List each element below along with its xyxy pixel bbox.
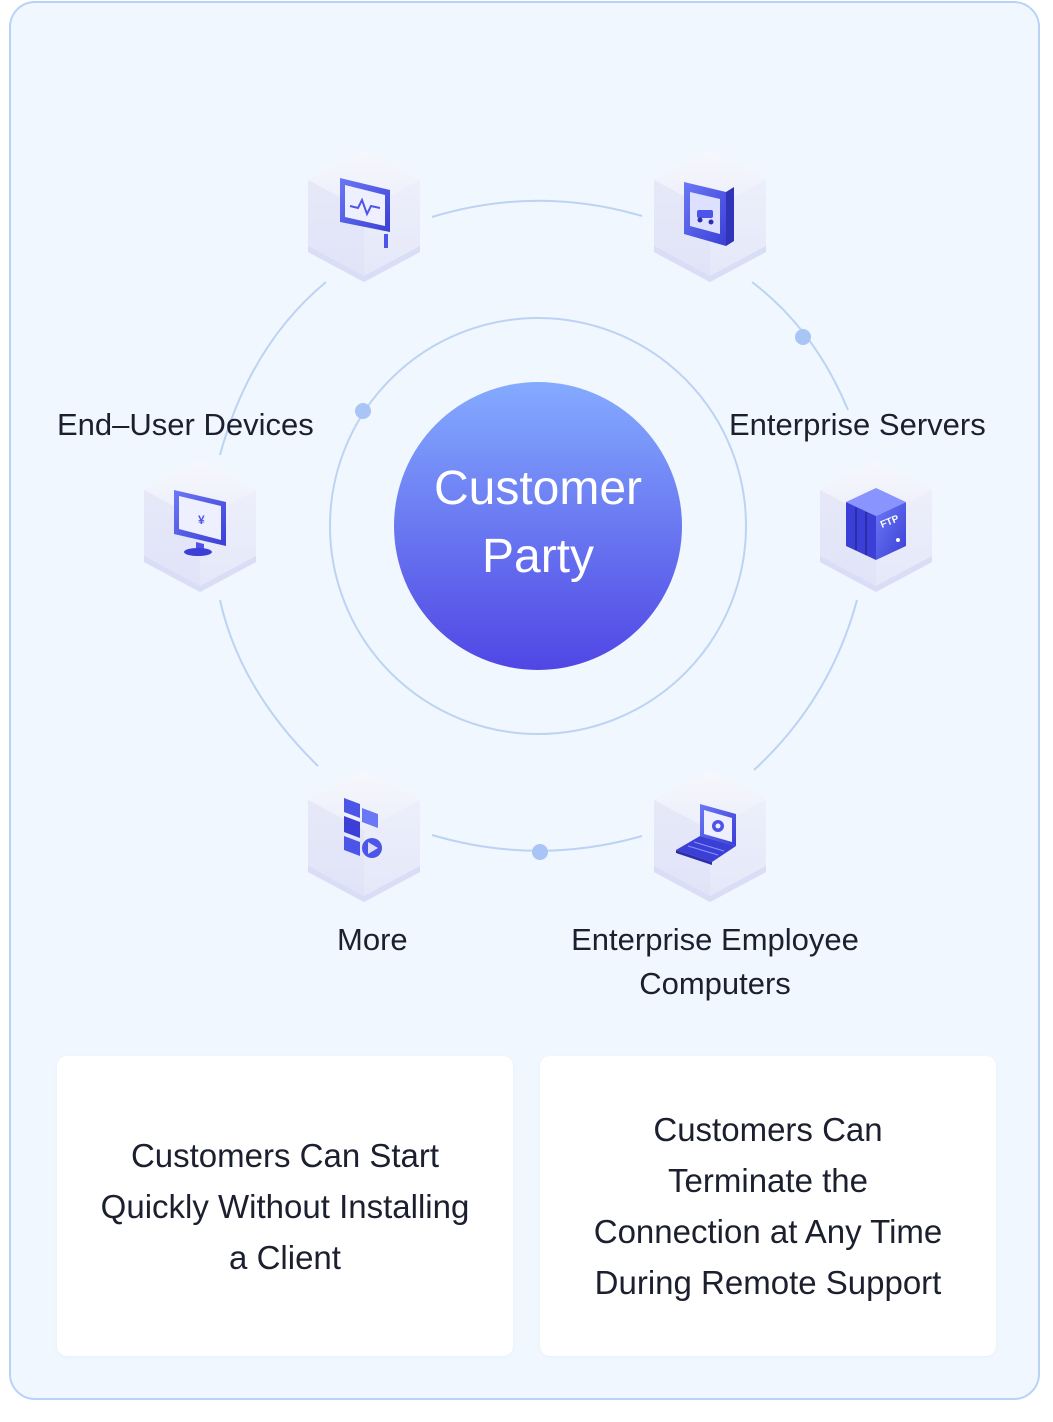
node-label-enterprise-employee-computers: Enterprise Employee Computers	[530, 918, 900, 1006]
ring-dot	[532, 844, 548, 860]
feature-card: Customers Can Terminate the Connection a…	[540, 1056, 996, 1356]
ring-dot	[355, 403, 371, 419]
feature-card-text: Customers Can Start Quickly Without Inst…	[100, 1136, 470, 1276]
feature-card-text: Customers Can Terminate the Connection a…	[593, 1111, 943, 1301]
monitor-yuan-icon: ¥	[144, 460, 256, 592]
monitor-pulse-icon	[308, 150, 420, 282]
node-label-enterprise-servers: Enterprise Servers	[729, 407, 986, 442]
hub-label-line1: Customer	[433, 462, 643, 515]
node-label-line: Enterprise Employee	[571, 922, 859, 957]
node-label-end-user-devices: End–User Devices	[57, 407, 314, 442]
node-label-more: More	[337, 922, 408, 957]
svg-text:¥: ¥	[198, 513, 205, 527]
hub-label: Customer Party	[394, 455, 682, 591]
feature-card: Customers Can Start Quickly Without Inst…	[57, 1056, 513, 1356]
inner-ring	[329, 317, 747, 735]
outer-ring	[219, 199, 858, 852]
hub-circle	[394, 382, 682, 670]
ring-dot	[795, 329, 811, 345]
hub-label-line2: Party	[481, 530, 595, 583]
laptop-icon	[654, 770, 766, 902]
car-panel-icon	[654, 150, 766, 282]
blocks-icon	[308, 770, 420, 902]
node-label-line: Computers	[639, 966, 791, 1001]
ftp-server-icon: FTP	[820, 460, 932, 592]
